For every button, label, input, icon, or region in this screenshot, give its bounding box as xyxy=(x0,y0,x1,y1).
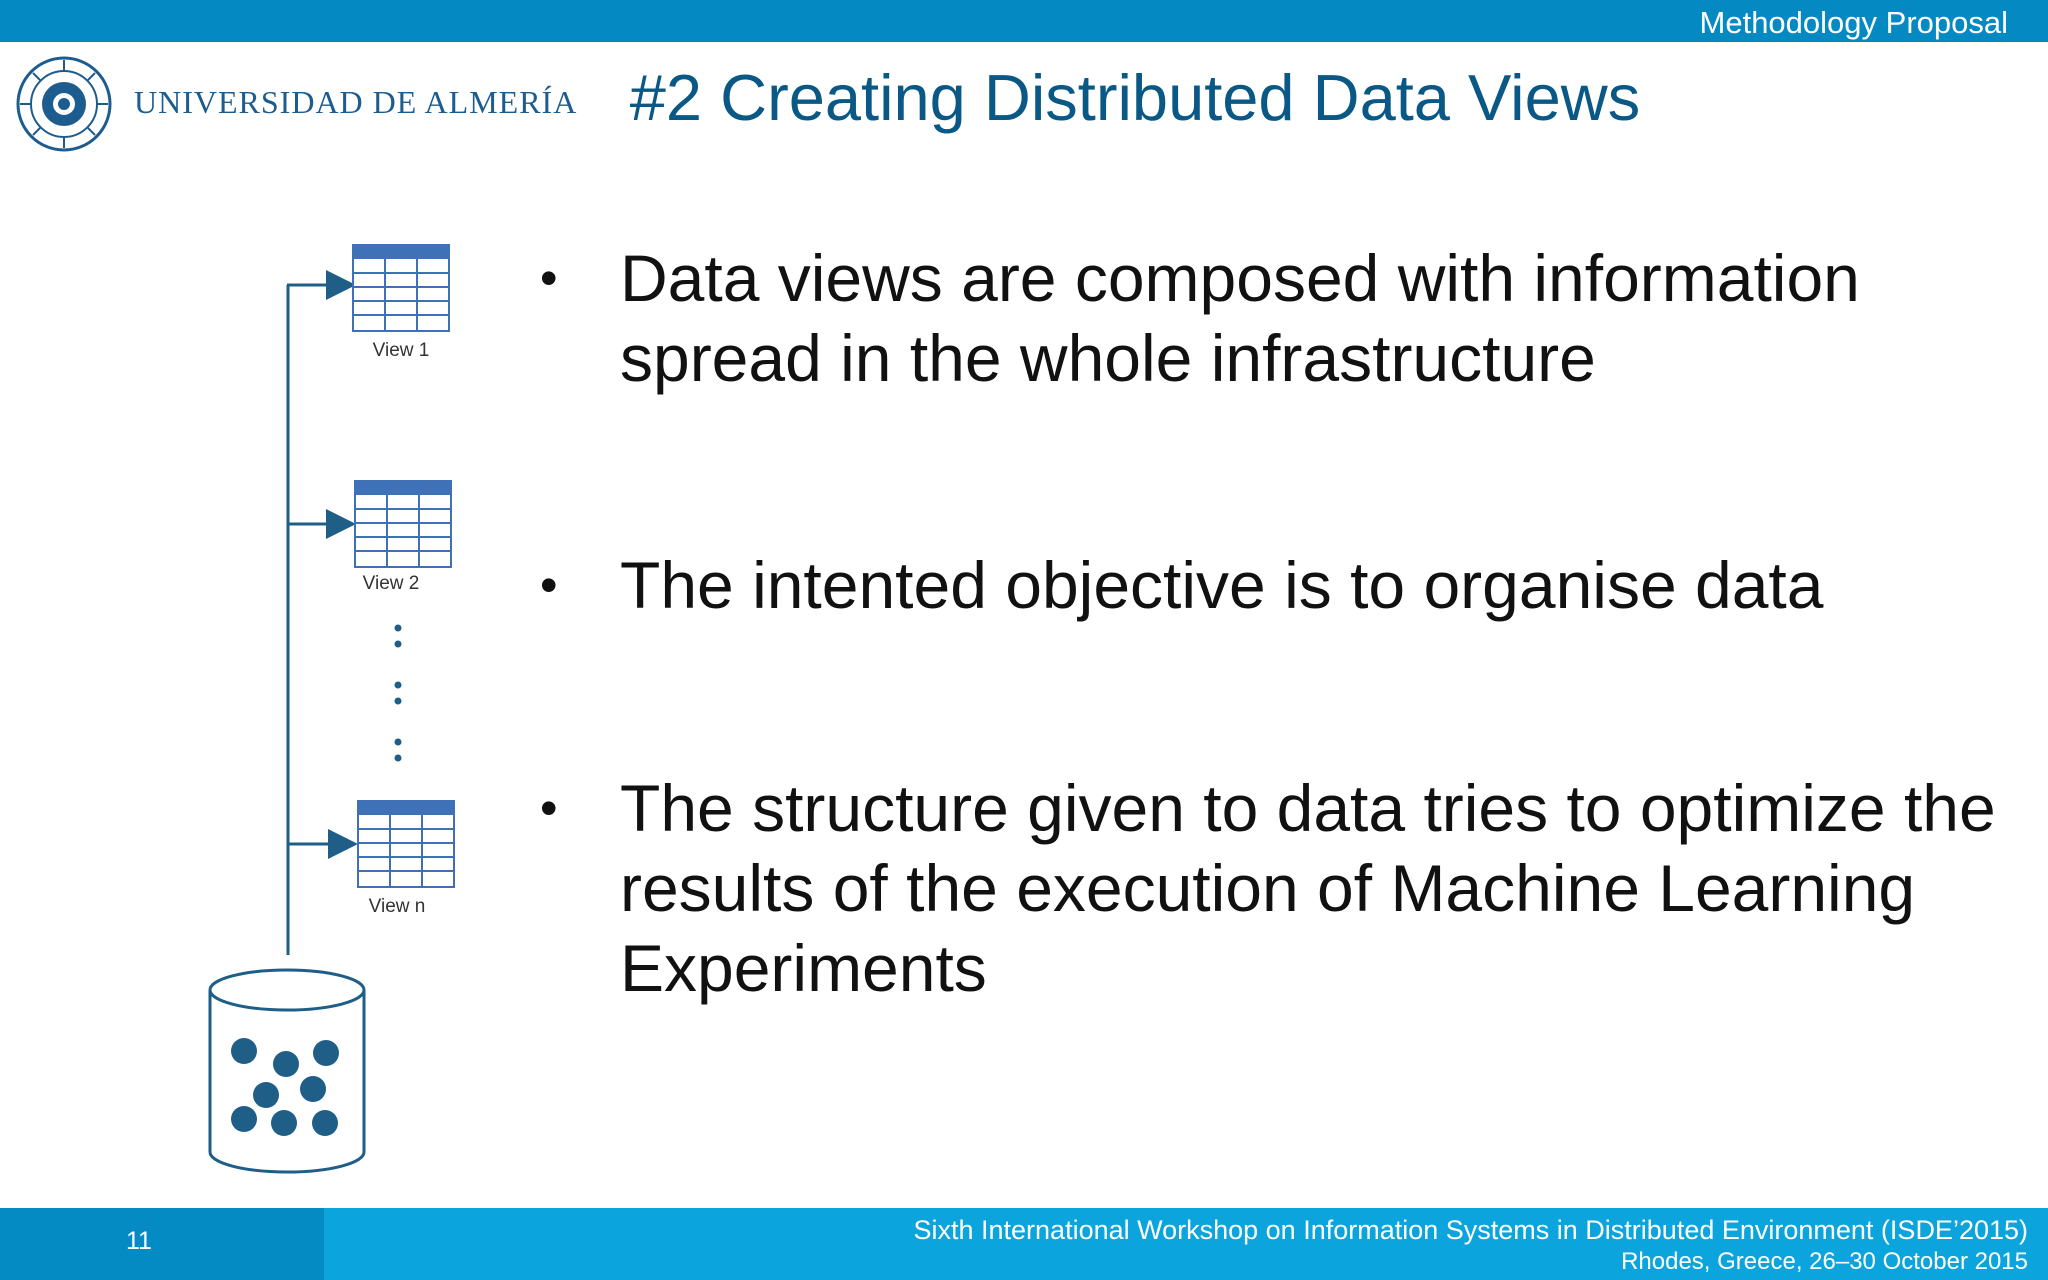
slide-title: #2 Creating Distributed Data Views xyxy=(629,61,1641,134)
footer-conference: Sixth International Workshop on Informat… xyxy=(913,1215,2028,1245)
view-1-label: View 1 xyxy=(373,340,430,361)
bullet-marker: • xyxy=(540,780,558,836)
bullet-marker: • xyxy=(540,557,558,613)
page-number: 11 xyxy=(126,1227,152,1255)
ellipsis-dots xyxy=(394,624,402,762)
data-views-diagram: View 1 View 2 View n xyxy=(190,235,490,1195)
bullet-text: The intented objective is to organise da… xyxy=(620,548,1824,622)
view-n-table-icon xyxy=(357,800,455,888)
bullet-text: Data views are composed with information… xyxy=(620,241,1860,395)
view-n-label: View n xyxy=(369,896,426,917)
page-number-box: 11 xyxy=(0,1208,324,1280)
view-2-label: View 2 xyxy=(363,573,420,594)
footer-location-date: Rhodes, Greece, 26–30 October 2015 xyxy=(1621,1248,2028,1275)
database-icon xyxy=(208,968,366,1174)
section-label: Methodology Proposal xyxy=(1699,5,2008,40)
bullet-text: The structure given to data tries to opt… xyxy=(620,771,1996,1005)
university-name: UNIVERSIDAD DE ALMERÍA xyxy=(134,84,578,120)
footer-bar: 11 Sixth International Workshop on Infor… xyxy=(0,1208,2048,1280)
view-1-table-icon xyxy=(352,244,450,332)
bullet-marker: • xyxy=(540,250,558,306)
view-2-table-icon xyxy=(354,480,452,568)
university-seal-logo xyxy=(14,54,114,154)
top-bar: Methodology Proposal xyxy=(0,0,2048,42)
